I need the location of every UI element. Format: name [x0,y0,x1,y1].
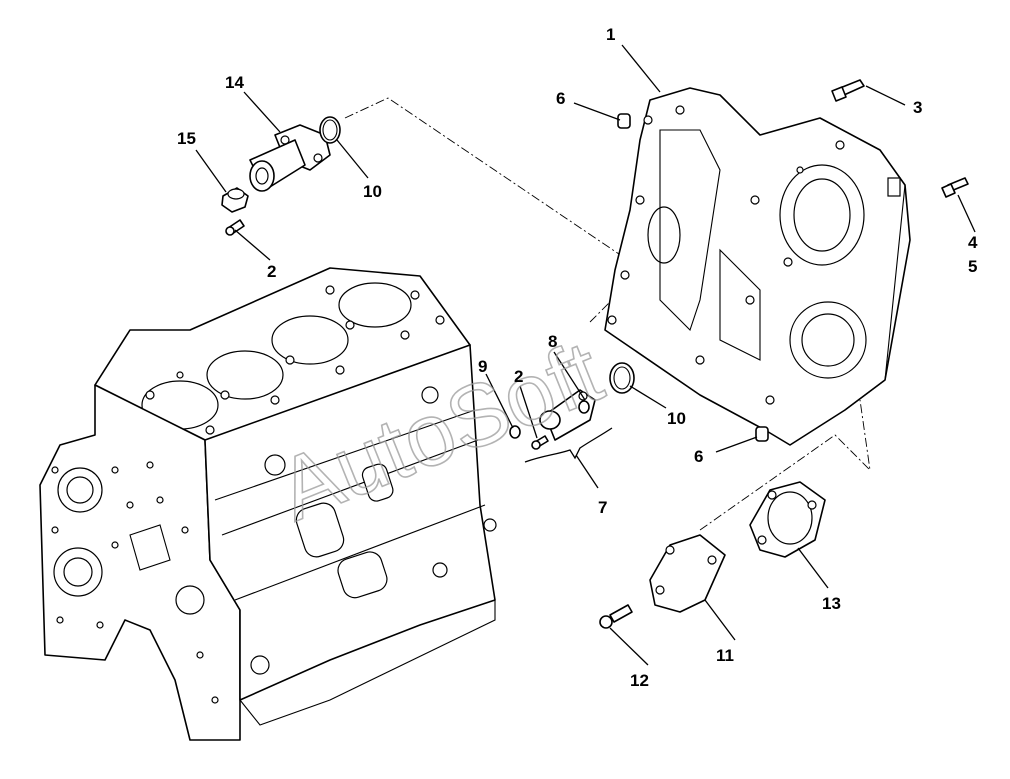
callout-10: 10 [667,409,686,428]
callout-10: 10 [363,182,382,201]
callout-15: 15 [177,129,196,148]
callout-8: 8 [548,332,557,351]
bolt-4-5 [941,177,969,198]
engine-block [39,267,497,741]
assembly-axes [344,97,871,531]
timing-cover [604,87,911,446]
callout-14: 14 [225,73,244,92]
fitting-assembly [509,389,596,450]
leader-lines [195,44,976,666]
callout-6: 6 [556,89,565,108]
bolt-3 [831,79,865,102]
cover-plate [649,534,726,613]
gasket [749,481,826,558]
callout-6: 6 [694,447,703,466]
callout-4: 4 [968,233,978,252]
callout-5: 5 [968,257,977,276]
elbow-fitting [249,124,331,192]
screw-upper [225,219,245,236]
callout-2: 2 [514,367,523,386]
callout-3: 3 [913,98,922,117]
dowel-pin-lower [755,426,769,442]
dowel-pin-upper [617,113,631,129]
callout-2: 2 [267,262,276,281]
plug [221,187,249,213]
callout-11: 11 [716,646,734,665]
callout-9: 9 [478,357,487,376]
group-bracket [524,427,613,463]
callout-7: 7 [598,498,607,517]
bolt-12 [599,604,633,629]
callouts: 1 2 2 3 4 5 6 6 7 8 9 10 10 11 12 13 14 … [177,25,978,690]
callout-13: 13 [822,594,841,613]
callout-12: 12 [630,671,649,690]
callout-1: 1 [606,25,615,44]
